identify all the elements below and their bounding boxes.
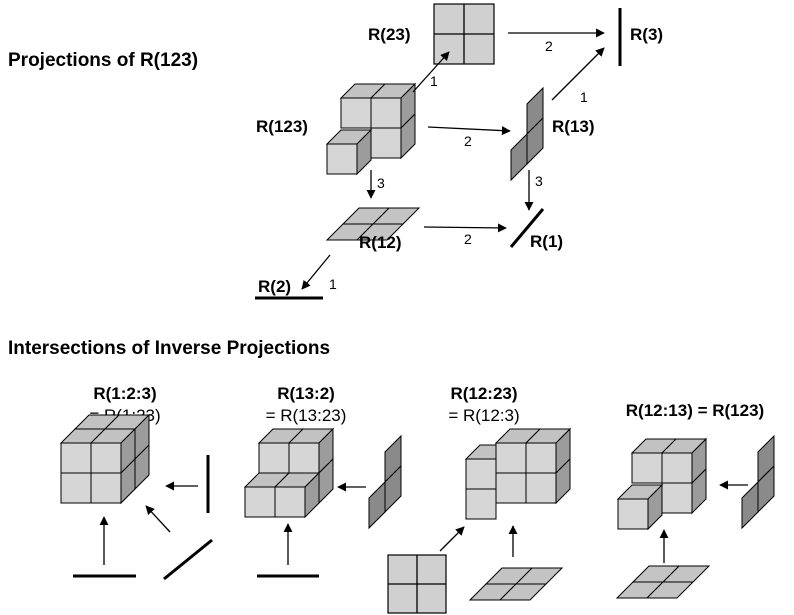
projections-heading: Projections of R(123) xyxy=(8,50,198,71)
intersection-equals: = R(13:23) xyxy=(266,406,347,425)
r12-strip-panel4 xyxy=(615,565,711,599)
arrow-label: 1 xyxy=(329,276,337,292)
label-r3: R(3) xyxy=(630,25,663,44)
r123-cube xyxy=(325,82,417,176)
arrow-r12-to-r2 xyxy=(301,254,331,290)
label-r23: R(23) xyxy=(368,25,411,44)
r23-square xyxy=(433,3,495,65)
arrow-label: 1 xyxy=(580,89,588,105)
cube-r13-2 xyxy=(243,427,335,519)
arrow-label: 2 xyxy=(464,133,472,149)
arrow xyxy=(439,526,465,552)
intersection-title: R(12:13) = R(123) xyxy=(626,401,764,420)
arrow-label: 2 xyxy=(545,38,553,54)
label-r1: R(1) xyxy=(530,232,563,251)
arrow-r123-to-r23 xyxy=(412,51,450,93)
intersection-title: R(1:2:3) xyxy=(93,384,156,403)
label-r123: R(123) xyxy=(256,117,308,136)
arrow-r12-to-r1 xyxy=(423,223,507,233)
r12-strip-panel3 xyxy=(468,567,564,601)
intersections-heading: Intersections of Inverse Projections xyxy=(8,338,330,359)
label-r12: R(12) xyxy=(359,233,402,252)
label-r2: R(2) xyxy=(258,277,291,296)
r13-strip-panel4 xyxy=(741,434,775,530)
label-r13: R(13) xyxy=(552,117,595,136)
arrow-label: 1 xyxy=(430,73,438,89)
arrow-label: 3 xyxy=(535,173,543,189)
intersection-title: R(13:2) xyxy=(277,384,335,403)
r13-strip xyxy=(510,86,544,182)
intersection-equals: = R(12:3) xyxy=(448,406,519,425)
cube-r12-23 xyxy=(464,427,572,520)
r12-strip xyxy=(325,207,421,241)
arrow-label: 3 xyxy=(377,175,385,191)
arrow-label: 2 xyxy=(464,231,472,247)
r23-square-panel3 xyxy=(387,554,447,614)
arrow xyxy=(145,505,171,533)
projection-line xyxy=(163,538,213,581)
r13-strip-panel2 xyxy=(368,434,402,530)
cube-full xyxy=(59,413,151,505)
intersection-title: R(12:23) xyxy=(450,384,517,403)
r1-line xyxy=(509,208,545,248)
arrow-r13-to-r3 xyxy=(551,47,605,101)
cube-r12-13 xyxy=(616,437,708,531)
arrow-r123-to-r13 xyxy=(427,126,511,136)
